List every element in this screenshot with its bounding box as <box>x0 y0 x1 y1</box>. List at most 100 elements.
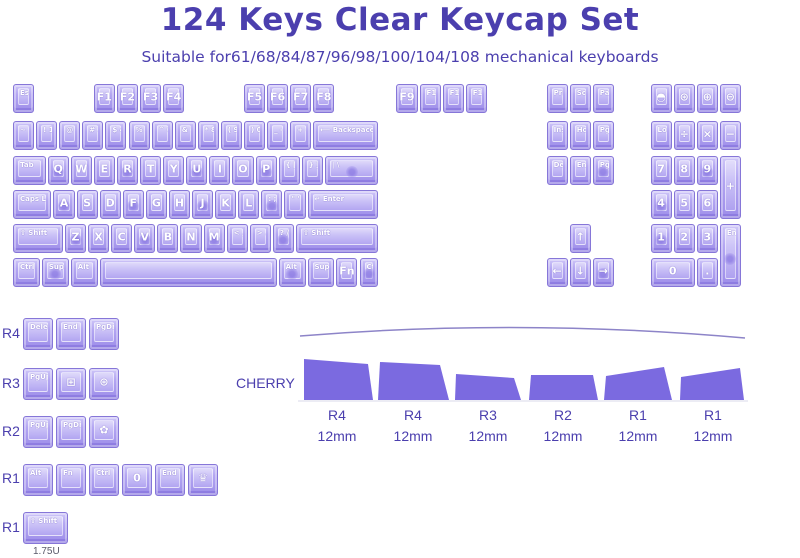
keycap-legend: M <box>208 230 220 244</box>
keycap-blank: ⊞ <box>56 368 86 400</box>
keycap-legend: 2 <box>680 230 689 244</box>
keycap-legend: # 3 <box>89 126 98 134</box>
keycap-blank <box>99 258 277 287</box>
keycap-f1: F1 <box>93 84 115 113</box>
keycap-legend: Print <box>553 89 563 97</box>
keycap-blank: → <box>592 258 614 287</box>
keycap-l: L <box>238 190 260 219</box>
keycap-r: R <box>116 156 139 185</box>
keycap-blank: < , <box>226 224 248 253</box>
keycap-ctrl: Ctrl <box>13 258 40 287</box>
keycap-7: 7 <box>650 156 672 185</box>
keycap-f7: F7 <box>290 84 312 113</box>
keycap-legend: L <box>245 196 253 210</box>
keycap-legend: PgUp <box>30 373 48 381</box>
keycap-legend: R <box>123 162 132 176</box>
keycap-legend: ⟵ Backspace <box>320 126 374 134</box>
keycap-3: 3 <box>696 224 718 253</box>
keycap-pgup: PgUp <box>23 368 53 400</box>
keycap-x: X <box>88 224 110 253</box>
keycap-delete: Delete <box>546 156 568 185</box>
keycap-legend: " ' <box>291 195 300 203</box>
keycap-blank: > . <box>249 224 271 253</box>
keycap-legend: ÷ <box>679 127 689 141</box>
keycap-1: 1 <box>650 224 672 253</box>
keycap-legend: F6 <box>270 90 286 104</box>
keycap-legend: & 7 <box>181 126 191 134</box>
keycap-0: ) 0 <box>244 121 266 150</box>
keycap-lock: Lock <box>650 121 672 150</box>
keycap-y: Y <box>163 156 185 185</box>
keycap-legend: 5 <box>680 196 689 210</box>
keycap-w: W <box>70 156 92 185</box>
keycap-f: F <box>122 190 144 219</box>
keycap-legend: F1 <box>96 90 112 104</box>
keycap-legend: T <box>146 162 155 176</box>
keycap-k: K <box>215 190 237 219</box>
keycap-b: B <box>157 224 179 253</box>
keycap-f6: F6 <box>267 84 289 113</box>
profile-name: CHERRY <box>236 375 295 391</box>
keycap-pgdn: PgDn <box>56 416 86 448</box>
keycap-blank: ⊛ <box>673 84 695 113</box>
extras-row-label: R1 <box>2 519 20 535</box>
keycap-home: Home <box>569 121 591 150</box>
keycap-5: % 5 <box>128 121 150 150</box>
keycap-fn: Fn <box>336 258 358 287</box>
keycap-legend: ? / <box>279 229 289 237</box>
keycap-esc: Esc <box>13 84 35 113</box>
keycap-blank: { [ <box>278 156 300 185</box>
profile-shape-5 <box>604 367 672 400</box>
keycap-legend: ⊞ <box>66 375 76 389</box>
keycap-legend: Alt <box>77 263 89 271</box>
keycap-legend: ⇧ Shift <box>30 517 58 525</box>
keycap-legend: E <box>100 162 109 176</box>
keycap-legend: × <box>702 127 712 141</box>
profile-size-label: 12mm <box>317 428 357 444</box>
keycap-legend: 9 <box>703 162 712 176</box>
keycap-blank: | \ <box>324 156 379 185</box>
keycap-pgup: PgUp <box>23 416 53 448</box>
keycap-c: C <box>111 224 133 253</box>
keycap-legend: PgUp <box>30 421 48 429</box>
keycap-z: Z <box>64 224 87 253</box>
keycap-legend: : ; <box>268 195 277 203</box>
keycap-blank: } ] <box>301 156 323 185</box>
keycap-legend: Pause <box>599 89 609 97</box>
keycap-legend: F11 <box>449 89 459 97</box>
keycap-legend: X <box>94 230 103 244</box>
keycap-insert: Insert <box>546 121 568 150</box>
keycap-6: ^ 6 <box>151 121 173 150</box>
keycap-p: P <box>255 156 277 185</box>
keycap-legend: > . <box>256 229 266 237</box>
profile-shape-6 <box>680 368 744 400</box>
keycap-o: O <box>232 156 254 185</box>
keycap-8: * 8 <box>197 121 219 150</box>
profile-row-label: R4 <box>404 407 422 423</box>
keycap-legend: ! 1 <box>43 126 52 134</box>
keycap-legend: < , <box>233 229 243 237</box>
keycap-legend: O <box>238 162 248 176</box>
keycap-delete: Delete <box>23 318 53 350</box>
keycap-legend: _ - <box>274 126 283 134</box>
keycap-legend: Enter <box>726 229 736 237</box>
keycap-t: T <box>140 156 162 185</box>
keycap-legend: Alt <box>285 263 297 271</box>
keycap-legend: C <box>117 230 126 244</box>
keycap-blank: ? / <box>272 224 294 253</box>
keycap-legend: ~ ` <box>20 126 29 134</box>
keycap-legend: Esc <box>20 89 29 97</box>
keycap-h: H <box>168 190 191 219</box>
keycap-alt: Alt <box>23 464 53 496</box>
keycap-legend: % 5 <box>135 126 145 134</box>
keycap-legend: F8 <box>316 90 332 104</box>
profile-size-label: 12mm <box>393 428 433 444</box>
keycap-pgdn: PgDn <box>592 156 614 185</box>
keycap-legend: V <box>140 230 150 244</box>
keycap-legend: P <box>262 162 271 176</box>
keycap-legend: 0 <box>133 471 141 485</box>
profile-row-label: R1 <box>629 407 647 423</box>
extras-row-label: R4 <box>2 325 20 341</box>
profile-size-label: 12mm <box>543 428 583 444</box>
